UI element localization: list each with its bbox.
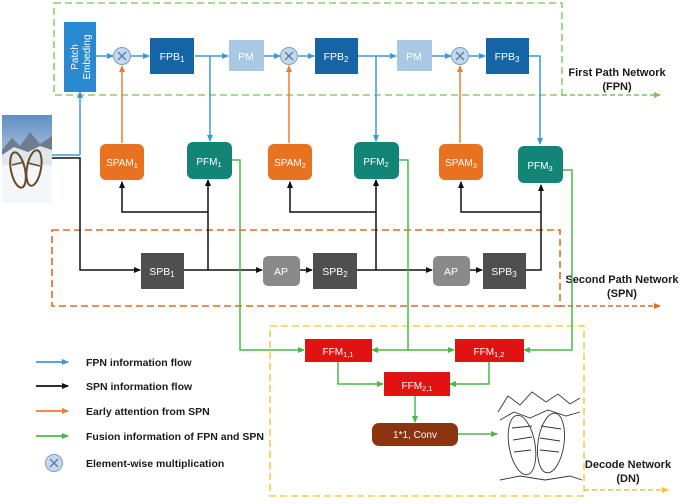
legend-attention-text: Early attention from SPN bbox=[86, 406, 210, 418]
multiply-node-1 bbox=[113, 47, 131, 65]
ffm12-block: FFM1,2 bbox=[455, 339, 524, 362]
spn-label-abbr: (SPN) bbox=[607, 288, 637, 300]
ap1-block: AP bbox=[263, 256, 300, 286]
fpn-region bbox=[53, 2, 563, 96]
svg-text:Embeding: Embeding bbox=[82, 34, 93, 79]
flow-ffm11-to-ffm21 bbox=[337, 362, 384, 387]
svg-text:SPAM1: SPAM1 bbox=[106, 158, 138, 170]
pfm3-block: PFM3 bbox=[518, 146, 563, 183]
pm2-block: PM bbox=[397, 40, 432, 71]
ffm21-block: FFM2,1 bbox=[384, 372, 450, 396]
flow-fpb3-to-pfm3 bbox=[529, 55, 543, 145]
svg-text:1*1, Conv: 1*1, Conv bbox=[393, 430, 437, 441]
svg-text:FPB3: FPB3 bbox=[495, 51, 520, 64]
flow-spb1-to-spam1 bbox=[119, 181, 208, 213]
svg-text:AP: AP bbox=[444, 266, 458, 278]
flow-spb3-to-spam3 bbox=[458, 181, 541, 213]
svg-text:FFM2,1: FFM2,1 bbox=[402, 381, 433, 393]
dn-label: Decode Network bbox=[585, 459, 672, 471]
ffm11-block: FFM1,1 bbox=[305, 339, 372, 362]
legend-fusion-text: Fusion information of FPN and SPN bbox=[86, 431, 264, 443]
conv-block: 1*1, Conv bbox=[372, 423, 458, 446]
multiply-node-3 bbox=[451, 47, 469, 65]
fpb1-block: FPB1 bbox=[150, 38, 194, 74]
svg-text:PFM2: PFM2 bbox=[363, 157, 388, 169]
spb3-block: SPB3 bbox=[483, 253, 526, 289]
flow-input-to-spb1 bbox=[52, 157, 141, 273]
fpn-label-abbr: (FPN) bbox=[602, 81, 632, 93]
spn-label: Second Path Network bbox=[565, 274, 679, 286]
svg-text:FPB2: FPB2 bbox=[324, 51, 349, 64]
spb1-block: SPB1 bbox=[141, 253, 184, 289]
svg-text:PM: PM bbox=[238, 51, 254, 63]
fpn-label: First Path Network bbox=[568, 67, 666, 79]
spn-region bbox=[51, 229, 561, 307]
flow-pfm3-to-ffm12 bbox=[523, 169, 573, 353]
fpb2-block: FPB2 bbox=[315, 38, 358, 74]
pfm1-block: PFM1 bbox=[187, 142, 232, 179]
patch-embedding-block: Patch Embeding bbox=[64, 22, 96, 92]
svg-text:PFM3: PFM3 bbox=[527, 161, 552, 173]
svg-text:SPB2: SPB2 bbox=[322, 266, 348, 279]
svg-text:AP: AP bbox=[274, 266, 288, 278]
dn-label-abbr: (DN) bbox=[616, 473, 640, 485]
ap2-block: AP bbox=[433, 256, 470, 286]
legend-spn-text: SPN information flow bbox=[86, 381, 193, 393]
svg-text:FFM1,1: FFM1,1 bbox=[323, 347, 354, 359]
svg-text:SPB3: SPB3 bbox=[491, 266, 517, 279]
legend-fpn-text: FPN information flow bbox=[86, 357, 192, 369]
flow-pfm2-to-ffm11 bbox=[371, 159, 409, 353]
pfm2-block: PFM2 bbox=[354, 142, 399, 179]
svg-text:PFM1: PFM1 bbox=[196, 157, 221, 169]
legend-multiply-text: Element-wise multiplication bbox=[86, 458, 224, 470]
input-image bbox=[2, 115, 52, 203]
svg-text:FPB1: FPB1 bbox=[160, 51, 185, 64]
flow-spb3-up-to-pfm3 bbox=[526, 184, 544, 271]
flow-ffm12-to-ffm21 bbox=[449, 362, 490, 387]
spam1-block: SPAM1 bbox=[100, 144, 144, 180]
multiply-node-2 bbox=[280, 47, 298, 65]
output-image bbox=[497, 391, 583, 481]
flow-spb2-to-spam2 bbox=[287, 181, 376, 213]
dn-region bbox=[269, 325, 585, 497]
svg-text:Patch: Patch bbox=[70, 44, 81, 70]
svg-text:SPAM3: SPAM3 bbox=[445, 158, 477, 170]
fpb3-block: FPB3 bbox=[486, 38, 529, 74]
spam2-block: SPAM2 bbox=[268, 144, 312, 180]
svg-text:FFM1,2: FFM1,2 bbox=[474, 347, 505, 359]
legend-multiply-symbol bbox=[45, 454, 63, 472]
spam3-block: SPAM3 bbox=[439, 144, 483, 180]
svg-text:SPAM2: SPAM2 bbox=[274, 158, 306, 170]
flow-pfm1-to-ffm11 bbox=[232, 159, 305, 353]
pm1-block: PM bbox=[229, 40, 264, 71]
spb2-block: SPB2 bbox=[313, 253, 357, 289]
svg-text:PM: PM bbox=[406, 51, 422, 63]
svg-text:SPB1: SPB1 bbox=[149, 266, 175, 279]
